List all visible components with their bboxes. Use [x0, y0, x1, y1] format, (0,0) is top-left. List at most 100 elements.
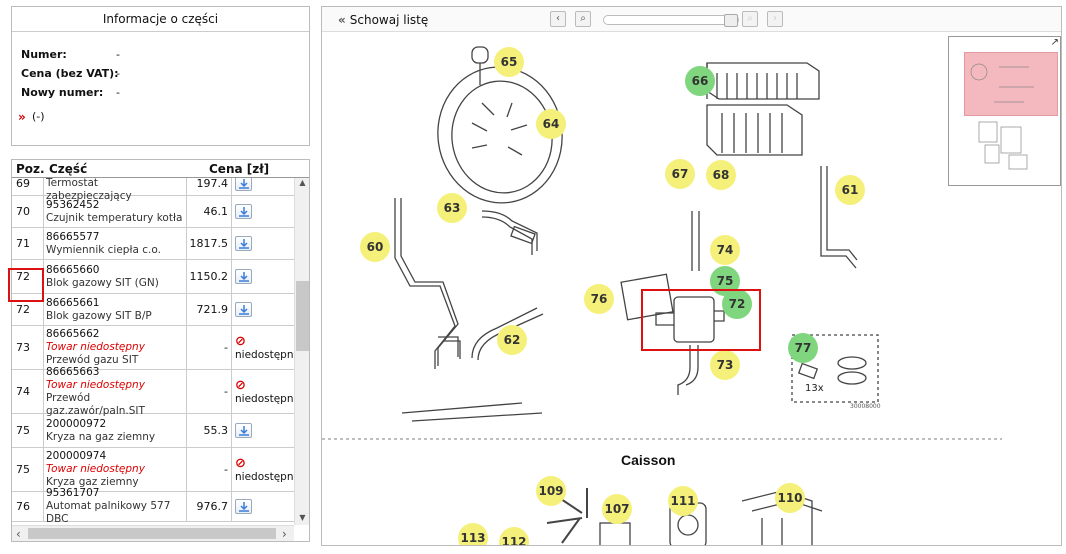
col-price-header[interactable]: Cena [zł]: [209, 162, 270, 176]
callout-65[interactable]: 65: [494, 47, 524, 77]
zoom-out-icon[interactable]: ⌕: [575, 11, 591, 27]
col-poz-header[interactable]: Poz.: [16, 162, 45, 176]
part-name: Blok gazowy SIT B/P: [46, 309, 152, 322]
part-name: Wymiennik ciepła c.o.: [46, 243, 161, 256]
new-number-value: -: [116, 86, 120, 99]
col-part-header[interactable]: Część: [49, 162, 88, 176]
cell-action: ⊘niedostępny: [232, 370, 294, 413]
diagram-highlight-72: [641, 289, 761, 351]
callout-76[interactable]: 76: [584, 284, 614, 314]
cell-price: 1150.2: [187, 260, 232, 293]
cell-price: -: [187, 370, 232, 413]
part-number: 86665661: [46, 296, 100, 309]
prev-button[interactable]: ‹: [550, 11, 566, 27]
cell-action: [232, 492, 294, 521]
price-value: -: [116, 67, 120, 80]
callout-62[interactable]: 62: [497, 325, 527, 355]
callout-73[interactable]: 73: [710, 350, 740, 380]
callout-110[interactable]: 110: [775, 483, 805, 513]
zoom-in-icon[interactable]: ⌕: [742, 11, 758, 27]
download-icon[interactable]: [235, 269, 252, 284]
download-icon[interactable]: [235, 178, 252, 191]
diagram-viewer: «Schowaj listę ‹ ⌕ ⌕ ›: [321, 6, 1062, 546]
download-icon[interactable]: [235, 302, 252, 317]
zoom-slider-knob[interactable]: [724, 14, 738, 27]
minimap[interactable]: ↗: [948, 36, 1061, 186]
callout-74[interactable]: 74: [710, 235, 740, 265]
expand-icon[interactable]: ↗: [1050, 37, 1059, 48]
part-number: 200000974: [46, 450, 107, 462]
callout-113[interactable]: 113: [458, 523, 488, 545]
vertical-scrollbar[interactable]: ▲ ▼: [294, 178, 309, 525]
unavailable-label: niedostępny: [235, 470, 294, 483]
availability-status: Towar niedostępny: [46, 463, 145, 475]
cell-action: [232, 228, 294, 259]
callout-60[interactable]: 60: [360, 232, 390, 262]
scroll-thumb[interactable]: [296, 281, 309, 351]
cell-price: 55.3: [187, 414, 232, 447]
zoom-slider[interactable]: [603, 14, 739, 27]
number-label: Numer:: [21, 48, 67, 61]
table-body: 6986665534Termostat zabezpieczający197.4…: [12, 178, 294, 525]
scroll-up-icon[interactable]: ▲: [299, 178, 306, 187]
cell-action: [232, 260, 294, 293]
cell-action: [232, 196, 294, 227]
new-number-label: Nowy numer:: [21, 86, 104, 99]
scroll-down-icon[interactable]: ▼: [299, 513, 306, 522]
callout-66[interactable]: 66: [685, 66, 715, 96]
callout-64[interactable]: 64: [536, 109, 566, 139]
download-icon[interactable]: [235, 204, 252, 219]
new-number-link[interactable]: (-): [32, 110, 45, 123]
callout-77[interactable]: 77: [788, 333, 818, 363]
callout-61[interactable]: 61: [835, 175, 865, 205]
hscroll-thumb[interactable]: [28, 528, 276, 539]
number-value: -: [116, 48, 120, 61]
unavailable-icon: ⊘: [235, 377, 246, 393]
minimap-viewport[interactable]: [964, 52, 1058, 116]
cell-poz: 72: [12, 294, 44, 325]
part-name: Kryza na gaz ziemny: [46, 430, 156, 443]
double-chevron-left-icon: «: [338, 13, 346, 27]
parts-table: Poz. Część Cena [zł] 6986665534Termostat…: [11, 159, 310, 542]
callout-107[interactable]: 107: [602, 494, 632, 524]
next-button[interactable]: ›: [767, 11, 783, 27]
horizontal-scrollbar[interactable]: ‹ ›: [12, 525, 294, 541]
download-icon[interactable]: [235, 499, 252, 514]
cell-action: ⊘niedostępny: [232, 326, 294, 369]
scroll-left-icon[interactable]: ‹: [16, 527, 21, 541]
cell-price: 46.1: [187, 196, 232, 227]
part-name: Przewód gaz.zawór/paln.SIT: [46, 391, 145, 417]
callout-109[interactable]: 109: [536, 476, 566, 506]
cell-poz: 75: [12, 448, 44, 491]
scroll-right-icon[interactable]: ›: [282, 527, 287, 541]
unavailable-label: niedostępny: [235, 392, 294, 405]
download-icon[interactable]: [235, 236, 252, 251]
callout-68[interactable]: 68: [706, 160, 736, 190]
part-info-title: Informacje o części: [12, 7, 309, 32]
part-number: 95361707: [46, 487, 100, 499]
callout-67[interactable]: 67: [665, 159, 695, 189]
hide-list-button[interactable]: «Schowaj listę: [338, 13, 429, 27]
callout-112[interactable]: 112: [499, 527, 529, 545]
download-icon[interactable]: [235, 423, 252, 438]
callout-63[interactable]: 63: [437, 193, 467, 223]
callout-72[interactable]: 72: [722, 289, 752, 319]
new-number-marker: »: [18, 110, 26, 124]
callout-111[interactable]: 111: [668, 486, 698, 516]
